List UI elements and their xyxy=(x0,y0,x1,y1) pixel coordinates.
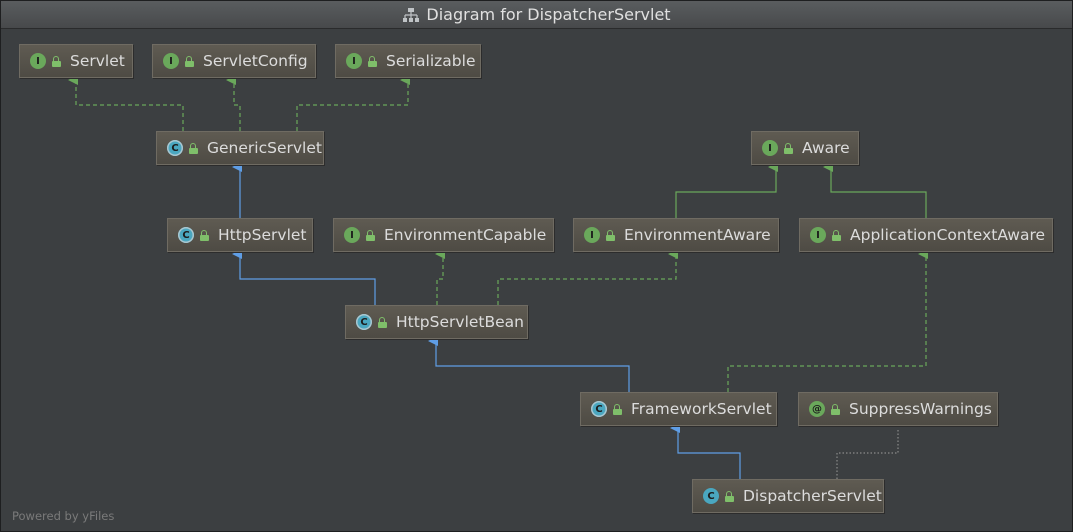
public-lock-icon xyxy=(831,403,841,415)
public-lock-icon xyxy=(606,229,616,241)
node-environmentcapable[interactable]: I EnvironmentCapable xyxy=(333,218,554,252)
public-lock-icon xyxy=(613,403,623,415)
public-lock-icon xyxy=(378,316,388,328)
node-httpservletbean[interactable]: C HttpServletBean xyxy=(345,305,528,339)
node-environmentaware[interactable]: I EnvironmentAware xyxy=(573,218,779,252)
public-lock-icon xyxy=(52,55,62,67)
public-lock-icon xyxy=(784,142,794,154)
node-servletconfig[interactable]: I ServletConfig xyxy=(152,44,316,78)
node-label: ServletConfig xyxy=(203,52,308,70)
node-label: HttpServletBean xyxy=(396,313,524,331)
interface-badge-icon: I xyxy=(762,140,778,156)
node-frameworkservlet[interactable]: C FrameworkServlet xyxy=(580,392,777,426)
public-lock-icon xyxy=(832,229,842,241)
node-label: DispatcherServlet xyxy=(743,487,882,505)
node-label: Aware xyxy=(802,139,850,157)
interface-badge-icon: I xyxy=(584,227,600,243)
public-lock-icon xyxy=(368,55,378,67)
interface-badge-icon: I xyxy=(30,53,46,69)
abstract-badge-icon: C xyxy=(178,227,194,243)
node-label: FrameworkServlet xyxy=(631,400,772,418)
node-label: ApplicationContextAware xyxy=(850,226,1046,244)
title-bar: Diagram for DispatcherServlet xyxy=(1,1,1072,29)
diagram-canvas[interactable] xyxy=(1,29,1072,531)
abstract-badge-icon: C xyxy=(356,314,372,330)
abstract-badge-icon: C xyxy=(167,140,183,156)
powered-by-label: Powered by yFiles xyxy=(12,509,115,523)
node-serializable[interactable]: I Serializable xyxy=(335,44,481,78)
node-httpservlet[interactable]: C HttpServlet xyxy=(167,218,313,252)
window-title: Diagram for DispatcherServlet xyxy=(426,5,671,24)
node-label: Servlet xyxy=(70,52,125,70)
node-servlet[interactable]: I Servlet xyxy=(19,44,133,78)
node-dispatcherservlet[interactable]: C DispatcherServlet xyxy=(692,479,884,513)
interface-badge-icon: I xyxy=(810,227,826,243)
interface-badge-icon: I xyxy=(344,227,360,243)
node-label: Serializable xyxy=(386,52,476,70)
node-label: EnvironmentCapable xyxy=(384,226,547,244)
public-lock-icon xyxy=(725,490,735,502)
annotation-badge-icon: @ xyxy=(809,401,825,417)
abstract-badge-icon: C xyxy=(591,401,607,417)
node-applicationcontextaware[interactable]: I ApplicationContextAware xyxy=(799,218,1053,252)
node-label: EnvironmentAware xyxy=(624,226,771,244)
interface-badge-icon: I xyxy=(163,53,179,69)
node-label: SuppressWarnings xyxy=(849,400,992,418)
public-lock-icon xyxy=(185,55,195,67)
public-lock-icon xyxy=(366,229,376,241)
class-badge-icon: C xyxy=(703,488,719,504)
node-genericservlet[interactable]: C GenericServlet xyxy=(156,131,324,165)
node-aware[interactable]: I Aware xyxy=(751,131,859,165)
node-label: HttpServlet xyxy=(218,226,307,244)
public-lock-icon xyxy=(189,142,199,154)
hierarchy-diagram-icon xyxy=(403,7,420,22)
node-suppresswarnings[interactable]: @ SuppressWarnings xyxy=(798,392,998,426)
interface-badge-icon: I xyxy=(346,53,362,69)
public-lock-icon xyxy=(200,229,210,241)
node-label: GenericServlet xyxy=(207,139,322,157)
